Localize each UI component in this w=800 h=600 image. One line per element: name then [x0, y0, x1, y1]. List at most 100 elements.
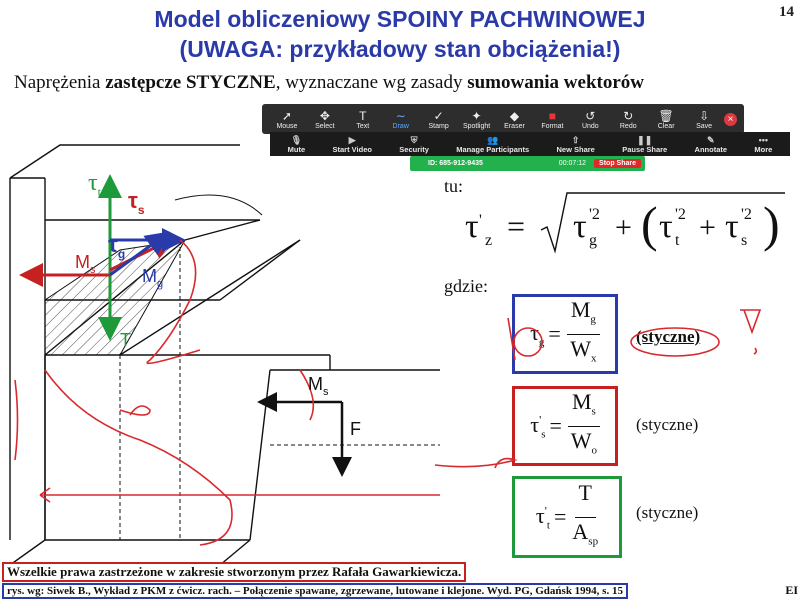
page-number: 14: [779, 4, 794, 20]
formula-box-tau-g: τg = Mg Wx: [512, 294, 618, 374]
redo-tool[interactable]: ↻Redo: [619, 108, 637, 130]
label-Ms: Ms: [75, 252, 96, 276]
subtitle-bold-2: sumowania wektorów: [467, 72, 644, 93]
svg-text:(: (: [641, 196, 658, 252]
more-dots-icon: •••: [758, 134, 769, 145]
pause-share-button[interactable]: ❚❚Pause Share: [622, 134, 668, 154]
formula-gdzie-label: gdzie:: [444, 276, 488, 296]
clear-tool[interactable]: 🗑Clear: [657, 108, 675, 130]
text-t-icon: T: [359, 108, 367, 123]
corner-mark: EI: [785, 583, 798, 597]
stamp-tool[interactable]: ✓Stamp: [428, 108, 449, 130]
svg-text:τ: τ: [465, 208, 479, 245]
svg-text:τ: τ: [573, 208, 587, 245]
subtitle-bold-1: zastępcze STYCZNE: [105, 72, 276, 93]
microphone-icon: 🎙: [290, 134, 303, 145]
mouse-tool[interactable]: ➚Mouse: [276, 108, 298, 130]
subtitle-text-2: , wyznaczane wg zasady: [275, 72, 468, 93]
trash-icon: 🗑: [658, 108, 674, 123]
weld-section: [44, 239, 186, 356]
undo-icon: ↺: [585, 108, 596, 123]
handwritten-annotations: [14, 239, 440, 546]
tau-s-symbol: τ's: [530, 411, 546, 441]
formula-box-tau-s: τ's = Ms Wo: [512, 386, 618, 466]
svg-text:z: z: [485, 232, 492, 249]
slide-title-line2: (UWAGA: przykładowy stan obciążenia!): [179, 36, 621, 62]
redo-icon: ↻: [623, 108, 634, 123]
label-tau-s: τs: [128, 188, 145, 217]
tau-t-fraction: T Asp: [572, 480, 599, 547]
meeting-toolbar: 🎙Mute ▶Start Video ⛨Security 👥Manage Par…: [270, 132, 790, 156]
svg-text:': ': [479, 212, 482, 229]
source-citation: rys. wg: Siwek B., Wykład z PKM z ćwicz.…: [2, 583, 628, 599]
new-share-button[interactable]: ⇧New Share: [556, 134, 595, 154]
stop-share-button[interactable]: Stop Share: [594, 159, 641, 168]
pencil-icon: ✎: [707, 134, 715, 145]
save-tool[interactable]: ⇩Save: [696, 108, 713, 130]
svg-text:+: +: [699, 211, 716, 244]
Mg-arrow: [109, 231, 170, 277]
more-button[interactable]: •••More: [754, 134, 773, 154]
manage-participants-button[interactable]: 👥Manage Participants: [456, 134, 530, 154]
tau-t-note: (styczne): [636, 503, 699, 522]
svg-text:s: s: [741, 232, 747, 249]
tau-s-note: (styczne): [636, 415, 699, 434]
label-Ms-load: Ms: [308, 374, 329, 398]
svg-text:τ: τ: [725, 208, 739, 245]
red-square-icon: ■: [548, 108, 557, 123]
mute-button[interactable]: 🎙Mute: [287, 134, 306, 154]
participants-icon: 👥: [487, 134, 499, 145]
svg-text:τ: τ: [659, 208, 673, 245]
label-Mg: Mg: [142, 266, 163, 290]
formula-handwriting: [434, 309, 762, 469]
hidden-lines: [119, 240, 440, 540]
label-tau-t: τt: [88, 170, 102, 199]
svg-text:): ): [763, 196, 780, 252]
draw-tool[interactable]: ∼Draw: [392, 108, 409, 130]
subtitle-text-1: Naprężenia: [14, 72, 106, 93]
main-formula: τ ' z = τ '2 g + ( τ '2 t + τ '2 s ): [465, 192, 785, 254]
formula-tu-label: tu:: [444, 176, 464, 196]
spotlight-tool[interactable]: ✦Spotlight: [462, 108, 491, 130]
cursor-arrow-icon: ➚: [281, 108, 292, 123]
eraser-tool[interactable]: ◆Eraser: [504, 108, 525, 130]
slide-title-line1: Model obliczeniowy SPOINY PACHWINOWEJ: [154, 6, 646, 32]
wand-icon: ✦: [471, 108, 482, 123]
formula-box-tau-t: τ't = T Asp: [512, 476, 622, 558]
svg-text:+: +: [615, 211, 632, 244]
label-F: F: [350, 419, 361, 439]
slide-subtitle: Naprężenia zastępcze STYCZNE, wyznaczane…: [14, 72, 644, 94]
video-camera-icon: ▶: [348, 134, 356, 145]
tau-t-symbol: τ't: [535, 502, 550, 532]
label-tau-g: τg: [108, 232, 125, 261]
tau-s-fraction: Ms Wo: [567, 388, 600, 464]
start-video-button[interactable]: ▶Start Video: [332, 134, 372, 154]
draw-wave-icon: ∼: [395, 108, 406, 123]
move-cross-icon: ✥: [319, 108, 330, 123]
svg-text:g: g: [589, 232, 597, 249]
close-annotation-button[interactable]: ×: [724, 112, 738, 126]
undo-tool[interactable]: ↺Undo: [581, 108, 599, 130]
select-tool[interactable]: ✥Select: [315, 108, 335, 130]
eraser-icon: ◆: [509, 108, 520, 123]
meeting-id: ID: 685-912-9435: [428, 160, 483, 167]
copyright-notice: Wszelkie prawa zastrzeżone w zakresie st…: [2, 562, 467, 582]
tau-g-note: (styczne): [636, 327, 701, 346]
svg-text:t: t: [675, 232, 680, 249]
save-icon: ⇩: [699, 108, 710, 123]
weld-diagram: τt τs τg Ms Mg T Ms F: [9, 144, 440, 565]
share-screen-icon: ⇧: [571, 134, 580, 145]
security-button[interactable]: ⛨Security: [399, 134, 429, 154]
meeting-timer: 00:07:12: [558, 160, 587, 167]
pause-icon: ❚❚: [637, 134, 653, 145]
label-T: T: [120, 330, 131, 350]
annotate-button[interactable]: ✎Annotate: [694, 134, 728, 154]
checkmark-icon: ✓: [433, 108, 444, 123]
format-tool[interactable]: ■Format: [541, 108, 564, 130]
svg-text:'2: '2: [675, 206, 686, 223]
svg-text:'2: '2: [589, 206, 600, 223]
shield-icon: ⛨: [410, 134, 418, 145]
tau-g-fraction: Mg Wx: [566, 296, 600, 372]
